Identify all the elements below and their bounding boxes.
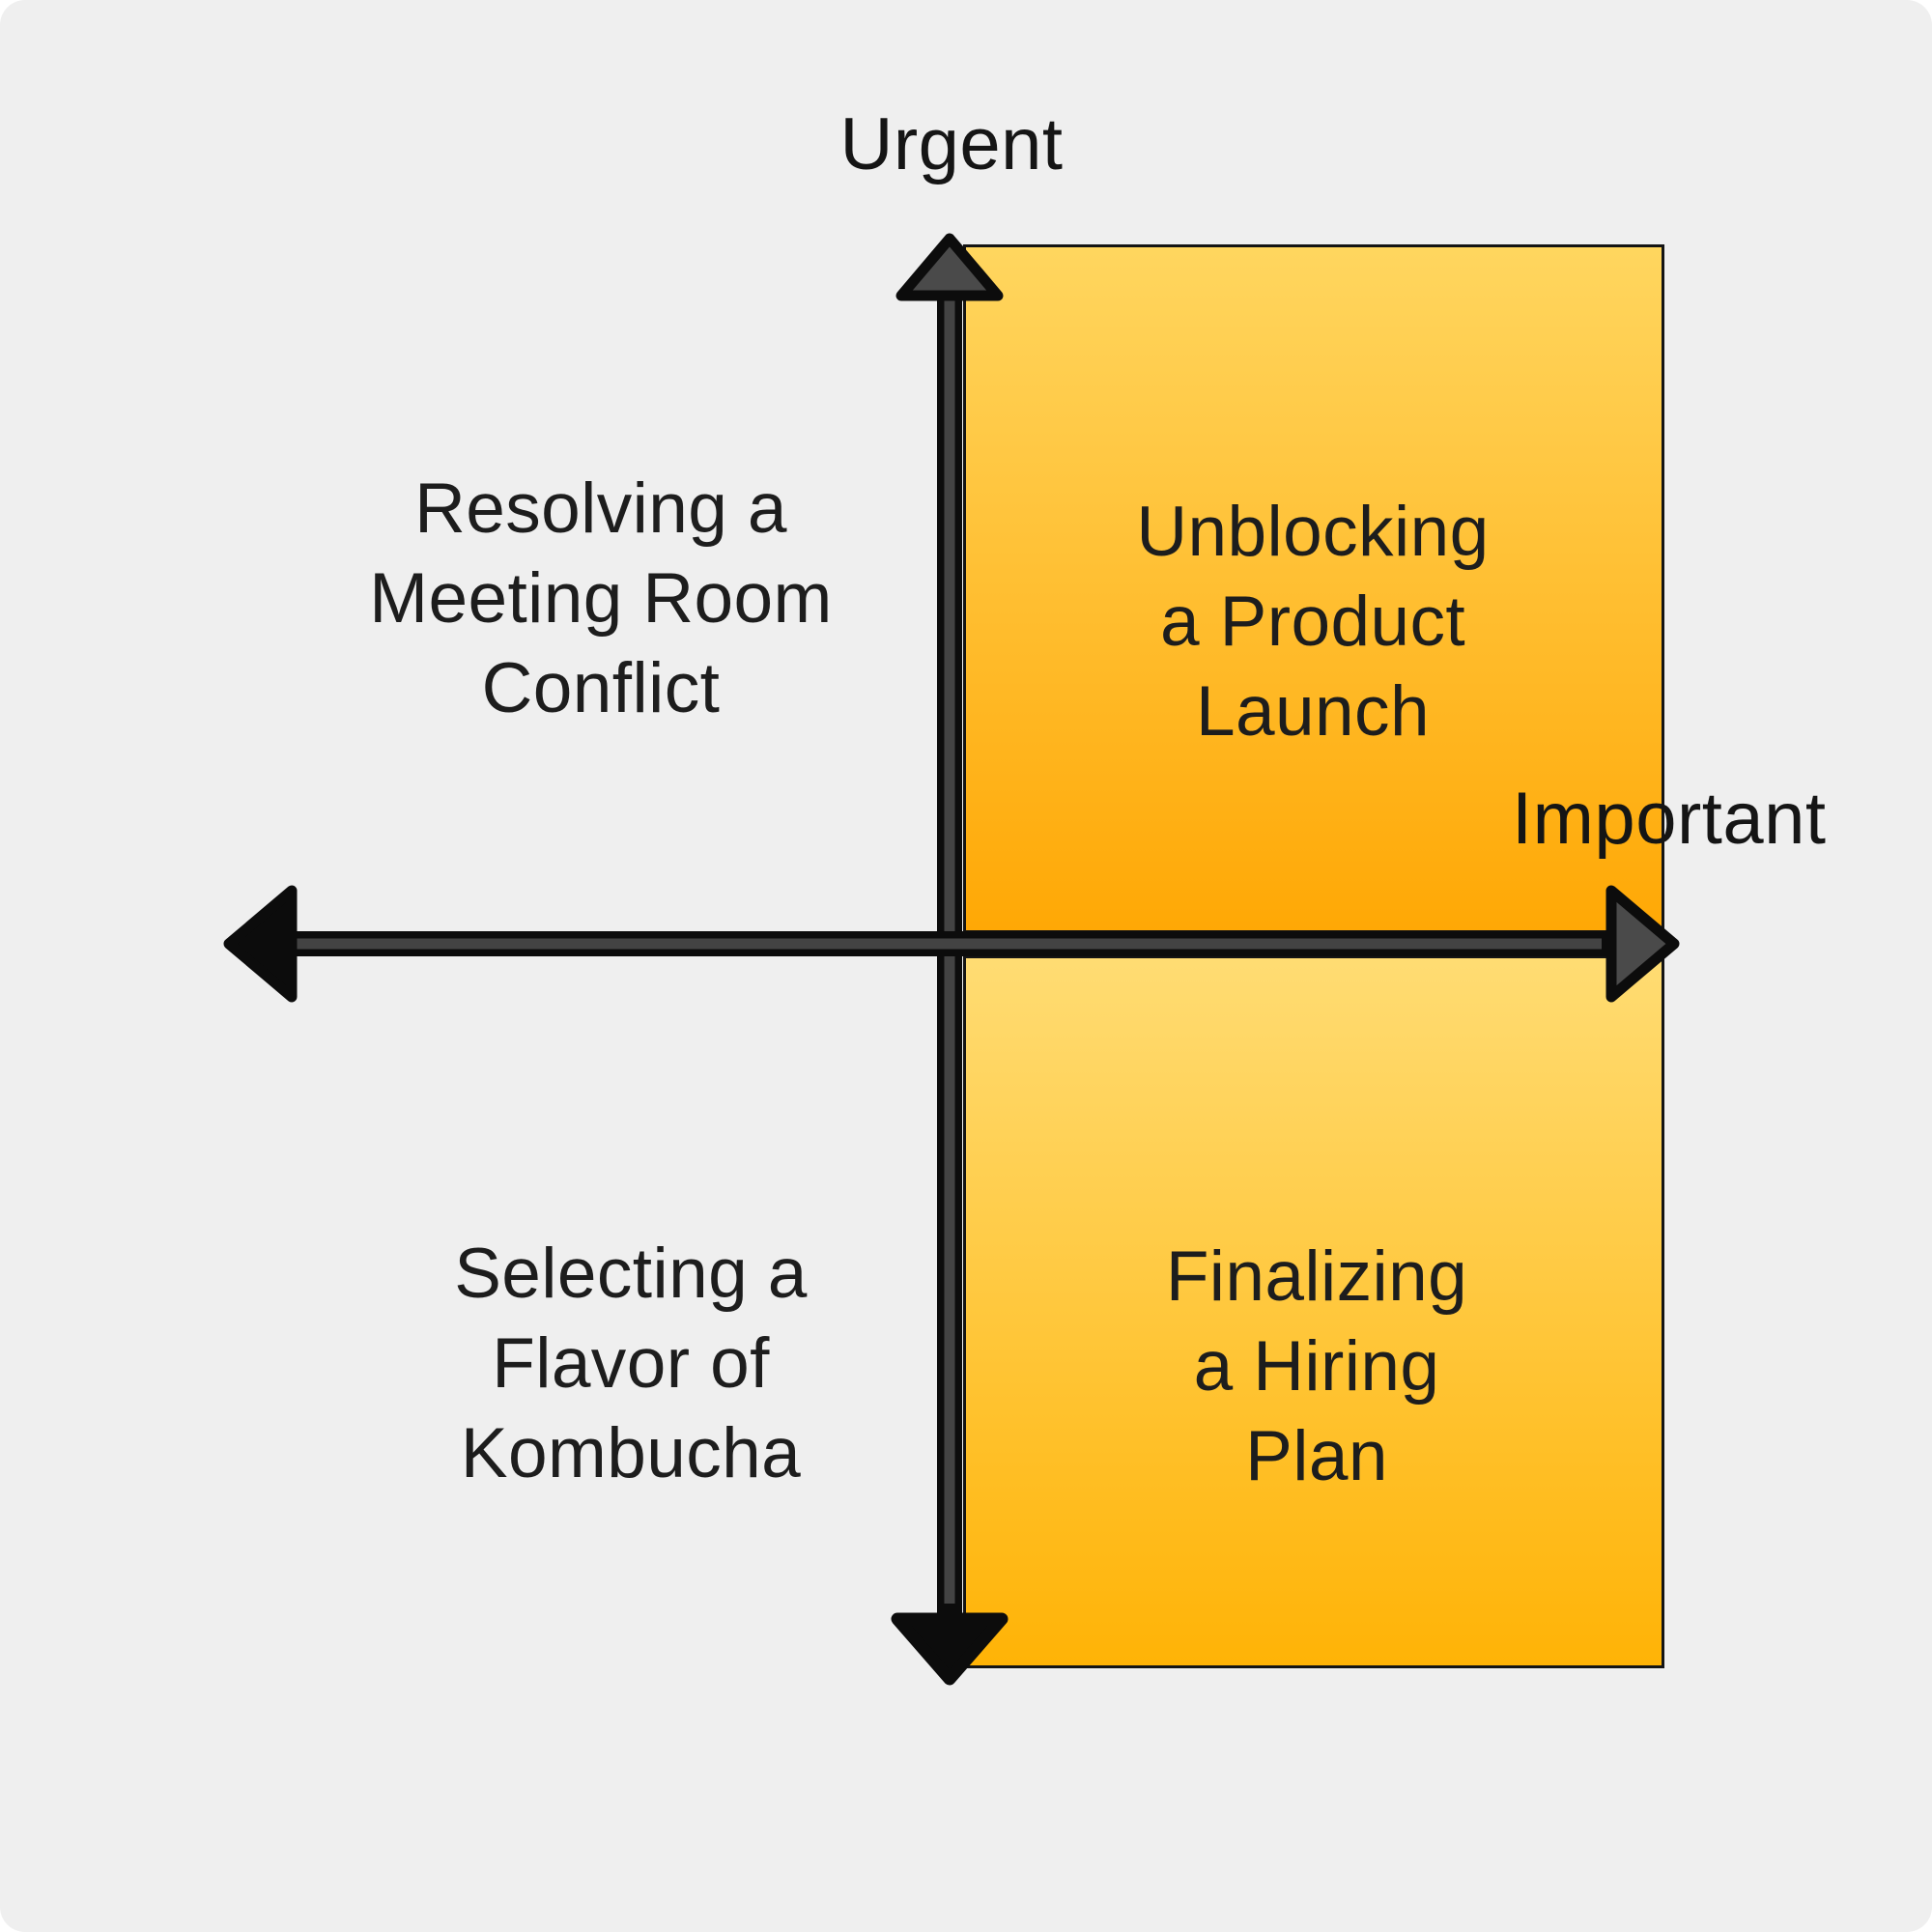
label-line: Kombucha xyxy=(460,1414,802,1492)
label-line: Unblocking xyxy=(1136,493,1490,571)
label-line: Resolving a xyxy=(414,469,787,548)
label-line: a Hiring xyxy=(1193,1327,1440,1406)
up-arrowhead-icon xyxy=(895,233,1004,301)
left-arrowhead-icon xyxy=(223,885,298,1003)
label-line: Launch xyxy=(1196,672,1430,751)
label-line: Plan xyxy=(1245,1417,1388,1495)
quadrant-rect-important-not-urgent xyxy=(963,955,1664,1668)
label-line: Selecting a xyxy=(454,1235,808,1313)
label-line: Finalizing xyxy=(1165,1237,1468,1316)
label-line: Conflict xyxy=(481,649,721,727)
label-line: Meeting Room xyxy=(369,559,833,638)
quadrant-label-neither-urgent-nor-important: Selecting a Flavor of Kombucha xyxy=(454,1229,808,1498)
urgent-axis-label: Urgent xyxy=(839,103,1064,185)
quadrant-label-urgent-not-important: Resolving a Meeting Room Conflict xyxy=(369,464,833,733)
important-axis-label: Important xyxy=(1512,778,1827,860)
quadrant-label-urgent-and-important: Unblocking a Product Launch xyxy=(1136,487,1489,756)
down-arrowhead-icon xyxy=(891,1612,1009,1686)
label-line: Flavor of xyxy=(492,1324,770,1403)
label-line: a Product xyxy=(1159,582,1466,661)
quadrant-rect-urgent-and-important xyxy=(963,244,1664,933)
right-arrowhead-icon xyxy=(1605,885,1680,1003)
quadrant-label-important-not-urgent: Finalizing a Hiring Plan xyxy=(1166,1232,1467,1501)
